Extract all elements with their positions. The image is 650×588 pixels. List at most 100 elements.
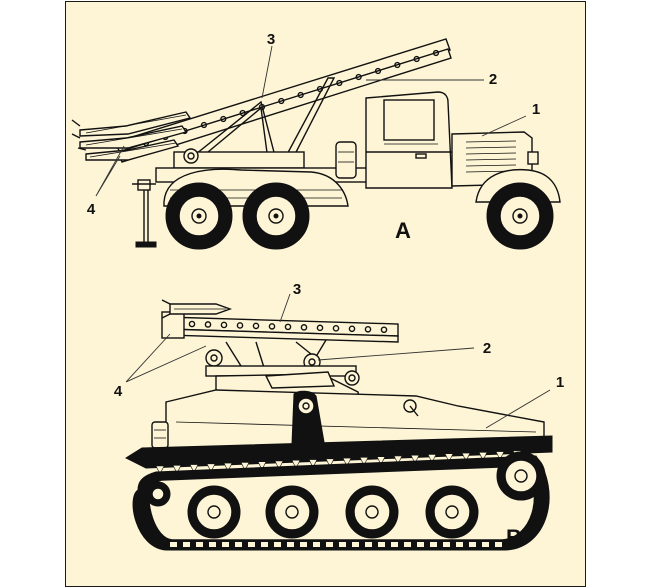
track-link xyxy=(495,542,502,547)
track-link xyxy=(469,542,476,547)
track-link xyxy=(313,542,320,547)
track-link xyxy=(339,542,346,547)
fender-tooth xyxy=(393,455,403,465)
vehicle-b-rockets xyxy=(161,299,233,319)
track-link xyxy=(456,542,463,547)
track-link xyxy=(261,542,268,547)
track-link xyxy=(222,542,229,547)
rail-b-hole xyxy=(268,323,276,330)
track-link xyxy=(378,542,385,547)
vehicle-b-launcher-rail xyxy=(161,311,399,343)
rail-b-hole xyxy=(364,325,372,333)
vehicle-a-cab xyxy=(365,91,453,189)
vehicle-b-hull xyxy=(151,389,545,451)
vehicle-b-road-wheel-4 xyxy=(425,485,479,539)
rail-a-hole xyxy=(239,109,246,117)
fender-tooth xyxy=(359,457,369,467)
vehicle-b-tank xyxy=(124,293,553,551)
track-link xyxy=(417,542,424,547)
track-link xyxy=(352,542,359,547)
vehicle-a-callout-1: 1 xyxy=(532,101,540,118)
fender-tooth xyxy=(155,465,165,475)
fender-tooth xyxy=(410,454,420,464)
track-link xyxy=(365,542,372,547)
rail-a-hole xyxy=(278,97,285,105)
fender-tooth xyxy=(342,457,352,467)
track-link xyxy=(209,542,216,547)
track-link xyxy=(300,542,307,547)
rail-a-hole xyxy=(374,67,382,75)
fender-tooth xyxy=(308,459,318,469)
track-link xyxy=(404,542,411,547)
vehicle-a-rail-support xyxy=(173,77,336,169)
vehicle-a-rockets xyxy=(71,111,192,161)
hood-vent-line xyxy=(465,164,517,167)
rail-b-hole xyxy=(188,320,196,328)
vehicle-a-rear-wheel-1 xyxy=(165,182,233,250)
hood-vent-line xyxy=(465,158,517,161)
fender-tooth xyxy=(172,464,182,474)
track-link xyxy=(430,542,437,547)
track-link xyxy=(443,542,450,547)
track-link xyxy=(326,542,333,547)
rail-a-hole xyxy=(394,61,401,69)
vehicle-a-fuel-tank xyxy=(335,141,357,179)
rail-b-hole xyxy=(220,321,228,329)
vehicle-b-rail-support xyxy=(205,339,357,377)
track-link xyxy=(248,542,255,547)
track-link xyxy=(482,542,489,547)
fender-tooth xyxy=(240,462,250,472)
fender-tooth xyxy=(291,459,301,469)
vehicle-a-launcher-rail xyxy=(115,38,452,163)
vehicle-b-idler-wheel xyxy=(145,481,171,507)
rail-b-hole xyxy=(348,325,356,333)
track-link xyxy=(235,542,242,547)
fender-tooth xyxy=(223,462,233,472)
vehicle-b-leader-lines xyxy=(125,293,551,429)
vehicle-b-road-wheel-2 xyxy=(265,485,319,539)
rail-b-hole xyxy=(252,322,260,330)
vehicle-b-callout-1: 1 xyxy=(556,374,564,391)
rail-b-hole xyxy=(300,324,308,331)
track-link xyxy=(170,542,177,547)
track-link xyxy=(183,542,190,547)
rail-b-hole xyxy=(332,325,340,332)
vehicle-a-leader-lines xyxy=(95,45,527,197)
vehicle-a-wheels xyxy=(165,182,554,250)
fender-tooth xyxy=(189,464,199,474)
vehicle-a-stabilizer-jack xyxy=(132,179,157,248)
rail-a-hole xyxy=(355,73,362,81)
vehicle-a-letter: A xyxy=(395,218,411,243)
track-link xyxy=(196,542,203,547)
rail-b-hole xyxy=(316,324,324,332)
fender-tooth xyxy=(495,451,505,461)
vehicle-b-callout-3: 3 xyxy=(293,281,301,298)
rail-a-hole xyxy=(432,49,440,57)
vehicle-b-road-wheel-1 xyxy=(187,485,241,539)
hood-vent-line xyxy=(465,140,517,143)
track-link xyxy=(274,542,281,547)
rail-a-hole xyxy=(200,121,208,129)
rail-b-hole xyxy=(284,323,292,331)
vehicle-b-road-wheels xyxy=(145,451,546,539)
hood-vent-line xyxy=(465,146,517,149)
fender-tooth xyxy=(325,458,335,468)
vehicle-b-sprocket xyxy=(496,451,546,501)
rail-a-hole xyxy=(413,55,420,63)
vehicle-a-callout-4: 4 xyxy=(87,201,96,218)
rail-b-hole xyxy=(204,321,212,328)
fender-tooth xyxy=(427,454,437,464)
fender-tooth xyxy=(206,463,216,473)
vehicle-b-callout-2: 2 xyxy=(483,340,491,357)
vehicle-a-callout-2: 2 xyxy=(489,71,497,88)
fender-tooth xyxy=(274,460,284,470)
vehicle-a-truck xyxy=(71,38,561,250)
fender-tooth xyxy=(376,456,386,466)
vehicle-b-letter: B xyxy=(506,525,522,550)
vehicle-a-front-wheel xyxy=(486,182,554,250)
vehicle-a-callout-3: 3 xyxy=(267,31,275,48)
vehicle-a-rear-wheel-2 xyxy=(242,182,310,250)
hood-vent-line xyxy=(465,152,517,155)
diagram-canvas: 3 2 1 4 A xyxy=(71,31,564,551)
track-link xyxy=(391,542,398,547)
